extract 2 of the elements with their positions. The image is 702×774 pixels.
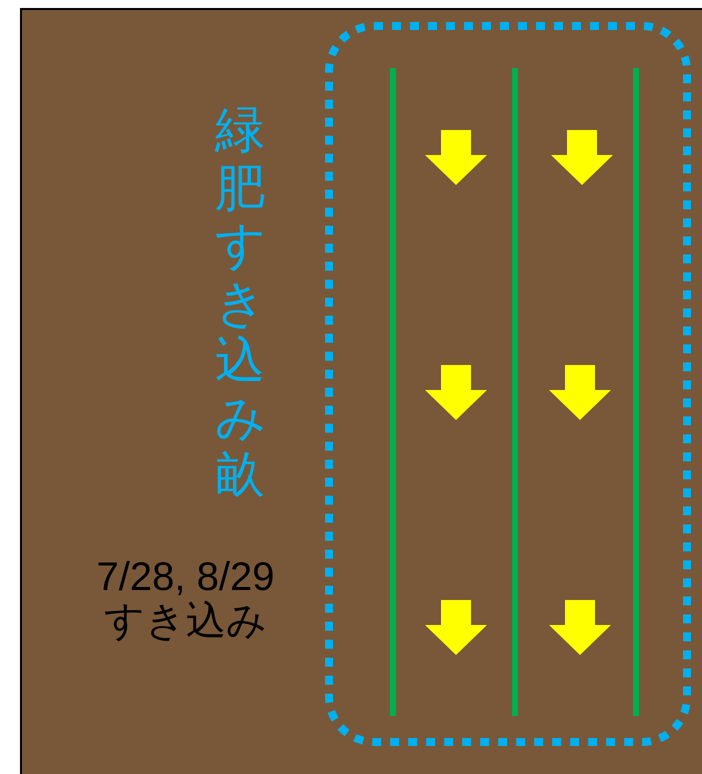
date-note: 7/28, 8/29 すき込み (96, 555, 276, 643)
bed-label: 緑肥すき込み畝 (215, 102, 267, 504)
